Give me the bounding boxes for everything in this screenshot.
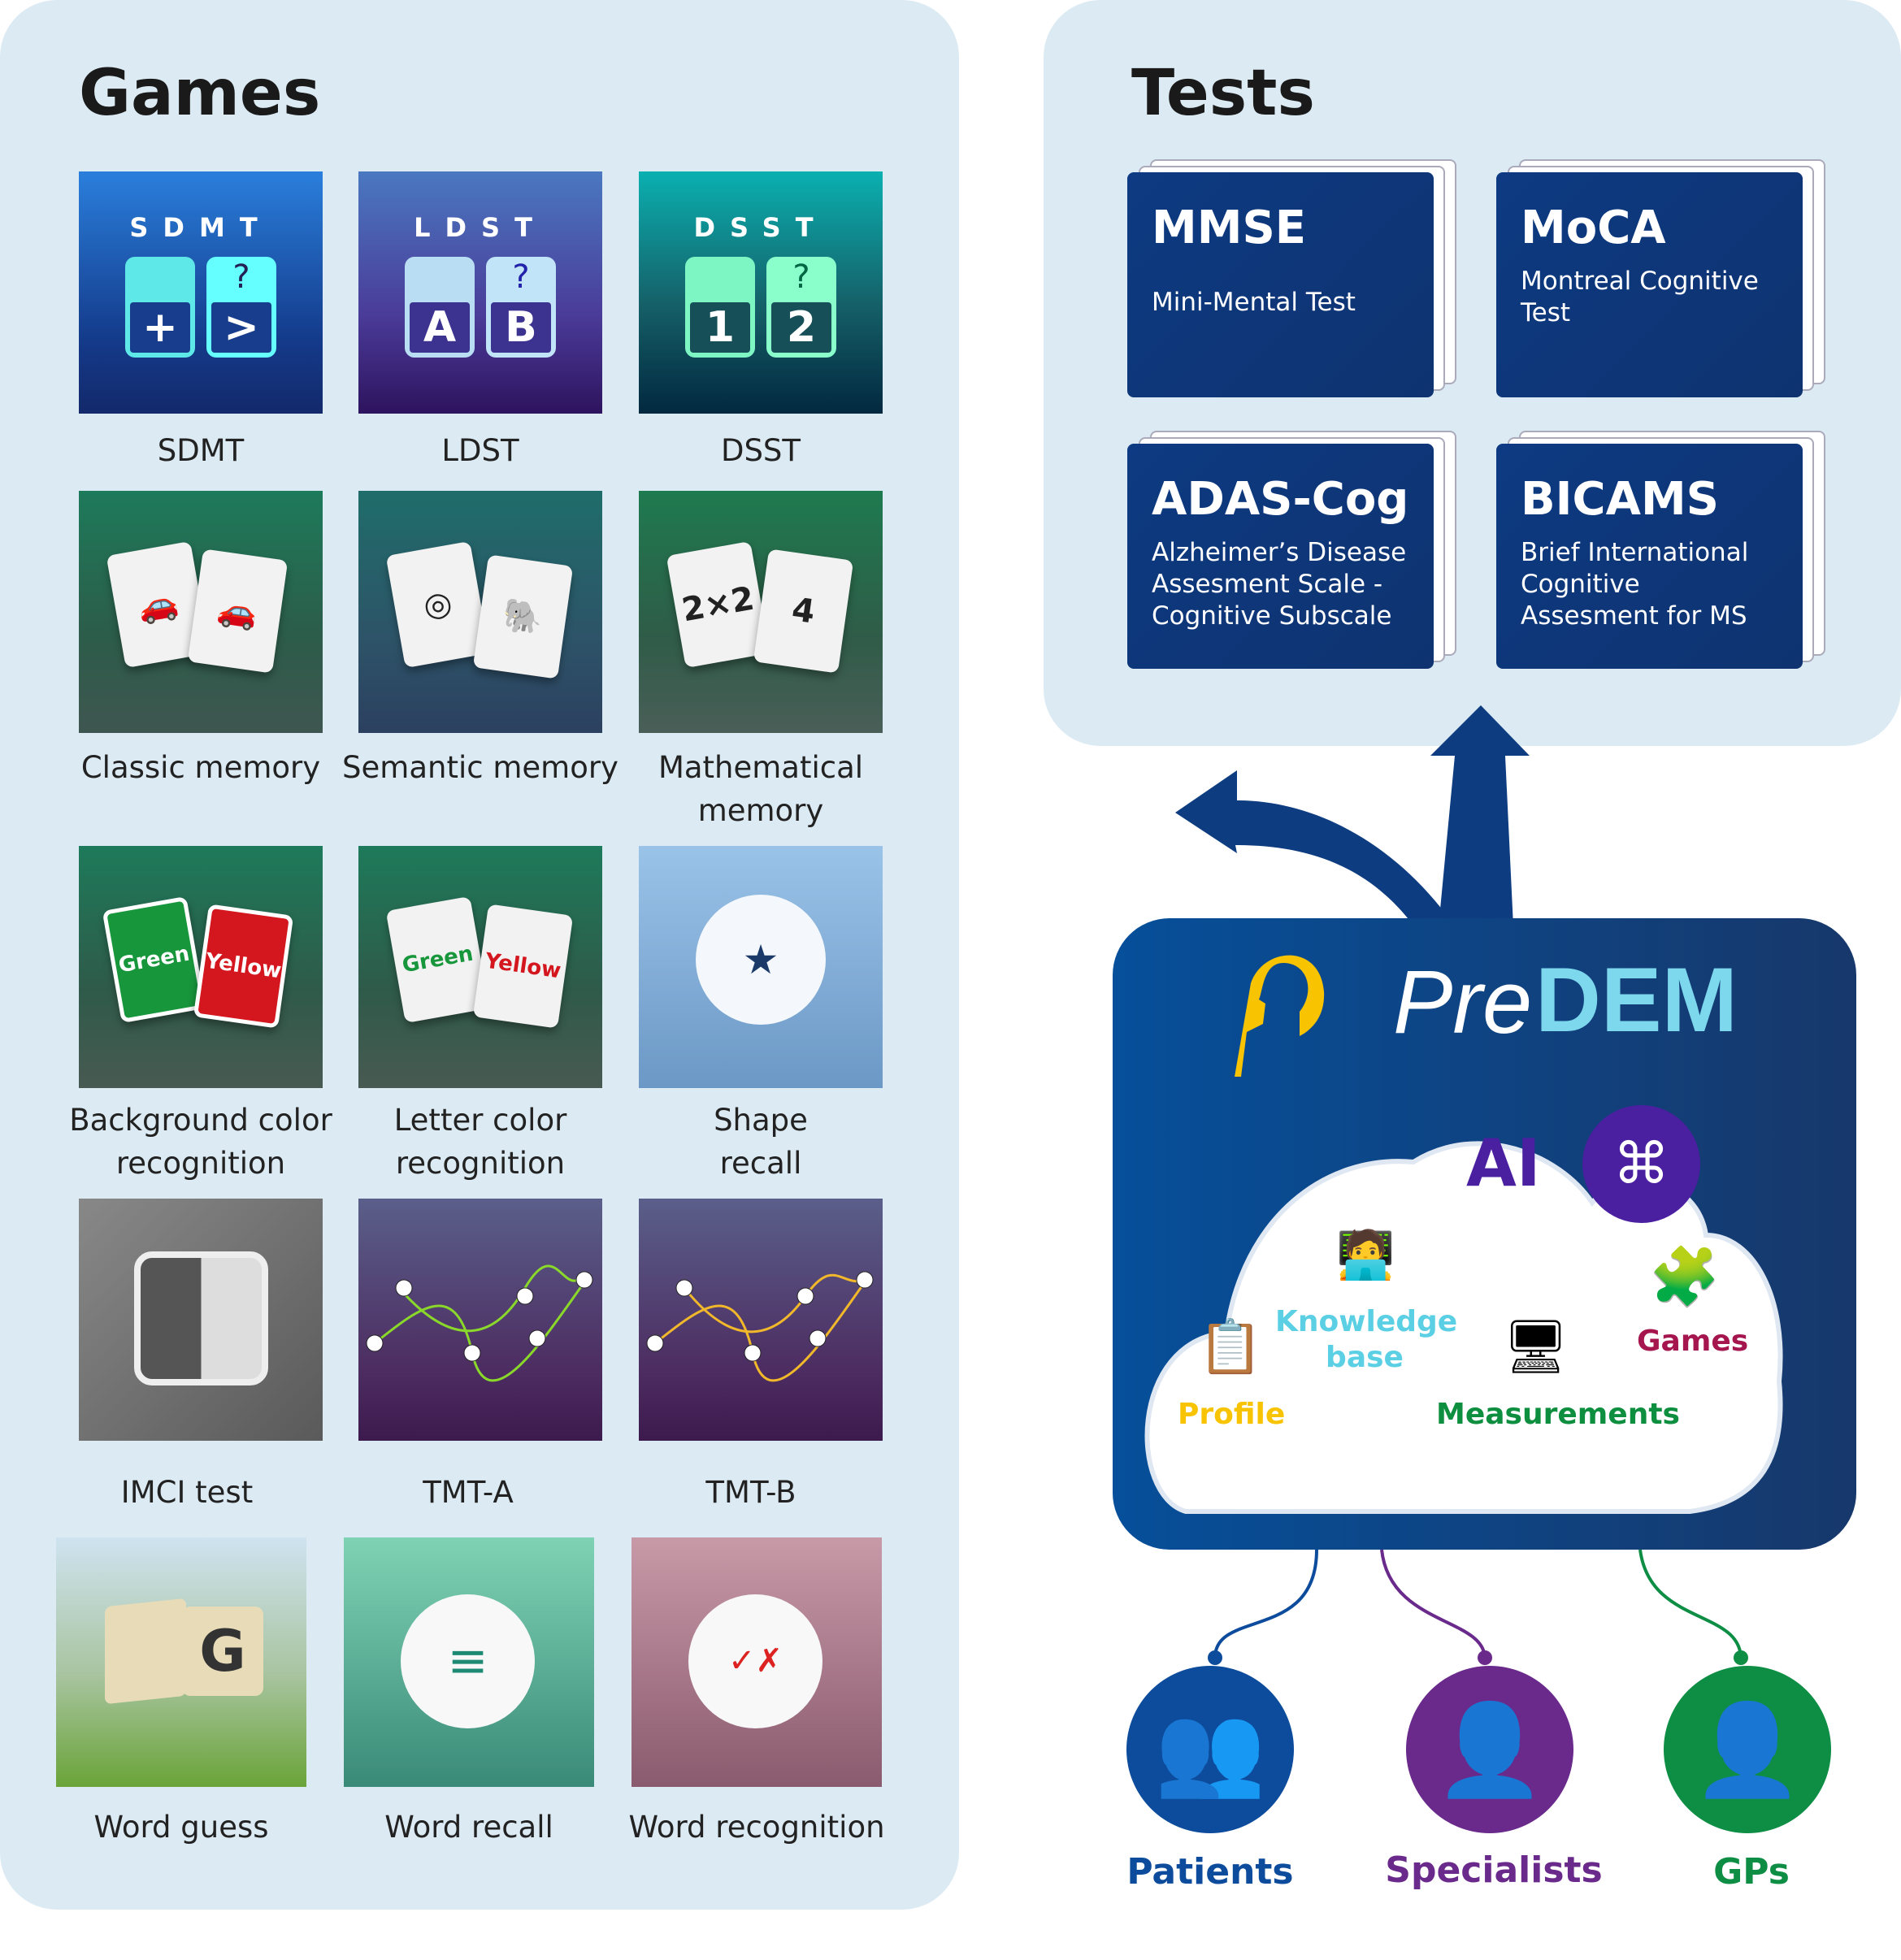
game-label: Mathematical memory bbox=[658, 750, 864, 828]
game-tile-ldst[interactable]: LDST A ?B bbox=[358, 171, 602, 414]
ai-label: AI bbox=[1466, 1125, 1541, 1201]
game-tile-background-color[interactable]: Green Yellow bbox=[79, 846, 323, 1088]
game-tile-imci[interactable] bbox=[79, 1199, 323, 1441]
specialist-icon: 👤 bbox=[1406, 1666, 1573, 1833]
test-subtitle: Montreal Cognitive Test bbox=[1521, 267, 1759, 327]
test-subtitle: Brief International Cognitive Assesment … bbox=[1521, 538, 1749, 631]
test-card-moca[interactable]: MoCA Montreal Cognitive Test bbox=[1496, 159, 1825, 397]
tile-abbr: LDST bbox=[414, 212, 547, 243]
knowledge-icon: 🧑‍💻 bbox=[1336, 1227, 1395, 1282]
module-measurements: Measurements bbox=[1436, 1398, 1680, 1431]
game-tile-word-guess[interactable]: G bbox=[56, 1537, 306, 1787]
game-tile-tmt-b[interactable] bbox=[639, 1199, 883, 1441]
trail-path-icon bbox=[366, 1264, 593, 1382]
speaking-head-icon: ≡ bbox=[401, 1594, 535, 1728]
test-card-bicams[interactable]: BICAMS Brief International Cognitive Asse… bbox=[1496, 431, 1825, 669]
key: 1 bbox=[685, 257, 755, 358]
game-label: Semantic memory bbox=[342, 750, 618, 785]
gps-label: GPs bbox=[1713, 1851, 1790, 1893]
predem-logo-icon bbox=[1235, 955, 1325, 1077]
cloud-shape bbox=[1144, 1141, 1783, 1514]
test-title: ADAS-Cog bbox=[1152, 473, 1409, 526]
test-title: MMSE bbox=[1152, 202, 1307, 254]
game-label: SDMT bbox=[157, 433, 245, 468]
predem-platform: Pre DEM AI ⌘ 🧑‍💻 Knowledge base 📋 Profil… bbox=[1113, 918, 1856, 1550]
game-tile-word-recall[interactable]: ≡ bbox=[344, 1537, 594, 1787]
arrow-to-games bbox=[1175, 770, 1455, 926]
connector-specialists bbox=[1380, 1549, 1487, 1659]
head-star-icon: ★ bbox=[696, 895, 826, 1025]
game-tile-dsst[interactable]: DSST 1 ?2 bbox=[639, 171, 883, 414]
module-profile: Profile bbox=[1178, 1398, 1286, 1431]
connector-patients bbox=[1213, 1549, 1318, 1659]
games-title: Games bbox=[79, 57, 321, 130]
game-tile-mathematical-memory[interactable]: 2×2 4 bbox=[639, 491, 883, 733]
puzzle-icon: 🧩 bbox=[1649, 1243, 1721, 1310]
specialists-label: Specialists bbox=[1385, 1849, 1603, 1891]
game-tile-semantic-memory[interactable]: ◎ 🐘 bbox=[358, 491, 602, 733]
key: A bbox=[405, 257, 475, 358]
key-symbol: + bbox=[130, 302, 190, 353]
measurement-monitor-icon: 🖥 bbox=[1503, 1317, 1569, 1377]
trail-path-icon bbox=[646, 1271, 874, 1382]
tile-abbr: DSST bbox=[693, 212, 828, 243]
connector-gps bbox=[1638, 1549, 1743, 1659]
key-symbol: 1 bbox=[690, 302, 750, 353]
game-label: IMCI test bbox=[120, 1475, 254, 1510]
game-label: LDST bbox=[441, 433, 519, 468]
patients-label: Patients bbox=[1126, 1851, 1294, 1893]
key-symbol: A bbox=[410, 302, 470, 353]
module-knowledge-base: Knowledge base bbox=[1275, 1305, 1458, 1374]
brain-circuit-icon: ⌘ bbox=[1582, 1105, 1700, 1223]
key-symbol: > bbox=[211, 302, 271, 353]
game-label: TMT-A bbox=[423, 1475, 514, 1510]
module-games: Games bbox=[1637, 1325, 1749, 1358]
game-tile-classic-memory[interactable]: 🚗 🚗 bbox=[79, 491, 323, 733]
tile-abbr: SDMT bbox=[129, 212, 272, 243]
check-cross-head-icon: ✓✗ bbox=[688, 1594, 822, 1728]
logo-dem: DEM bbox=[1535, 949, 1738, 1051]
game-label: Word recall bbox=[384, 1810, 553, 1845]
city-bull-image-icon bbox=[134, 1251, 268, 1385]
game-label: Letter color recognition bbox=[393, 1103, 567, 1181]
game-label: TMT-B bbox=[705, 1475, 796, 1510]
game-tile-letter-color[interactable]: Green Yellow bbox=[358, 846, 602, 1088]
game-label: Word recognition bbox=[628, 1810, 885, 1845]
game-label: Word guess bbox=[93, 1810, 269, 1845]
test-subtitle: Mini-Mental Test bbox=[1152, 288, 1356, 317]
arrow-to-tests bbox=[1430, 705, 1530, 926]
game-tile-word-recognition[interactable]: ✓✗ bbox=[631, 1537, 882, 1787]
game-tile-shape-recall[interactable]: ★ bbox=[639, 846, 883, 1088]
key-symbol: B bbox=[491, 302, 551, 353]
game-label: Background color recognition bbox=[69, 1103, 332, 1181]
test-title: BICAMS bbox=[1521, 473, 1720, 526]
gp-icon: 👤 bbox=[1664, 1666, 1831, 1833]
logo-pre: Pre bbox=[1393, 952, 1533, 1052]
letter-tile: G bbox=[182, 1607, 263, 1696]
key: + bbox=[125, 257, 195, 358]
tests-title: Tests bbox=[1131, 57, 1315, 130]
game-label: Shape recall bbox=[714, 1103, 808, 1181]
patients-icon: 👥 bbox=[1126, 1666, 1294, 1833]
game-label: DSST bbox=[720, 433, 801, 468]
profile-clipboard-icon: 📋 bbox=[1198, 1317, 1263, 1377]
key: ?> bbox=[206, 257, 276, 358]
game-tile-tmt-a[interactable] bbox=[358, 1199, 602, 1441]
test-subtitle: Alzheimer’s Disease Assesment Scale - Co… bbox=[1152, 538, 1407, 631]
test-title: MoCA bbox=[1521, 202, 1666, 254]
game-label: Classic memory bbox=[80, 750, 321, 785]
key-symbol: 2 bbox=[771, 302, 831, 353]
key: ?B bbox=[486, 257, 556, 358]
test-card-mmse[interactable]: MMSE Mini-Mental Test bbox=[1127, 159, 1456, 397]
key: ?2 bbox=[766, 257, 836, 358]
game-tile-sdmt[interactable]: SDMT + ?> bbox=[79, 171, 323, 414]
